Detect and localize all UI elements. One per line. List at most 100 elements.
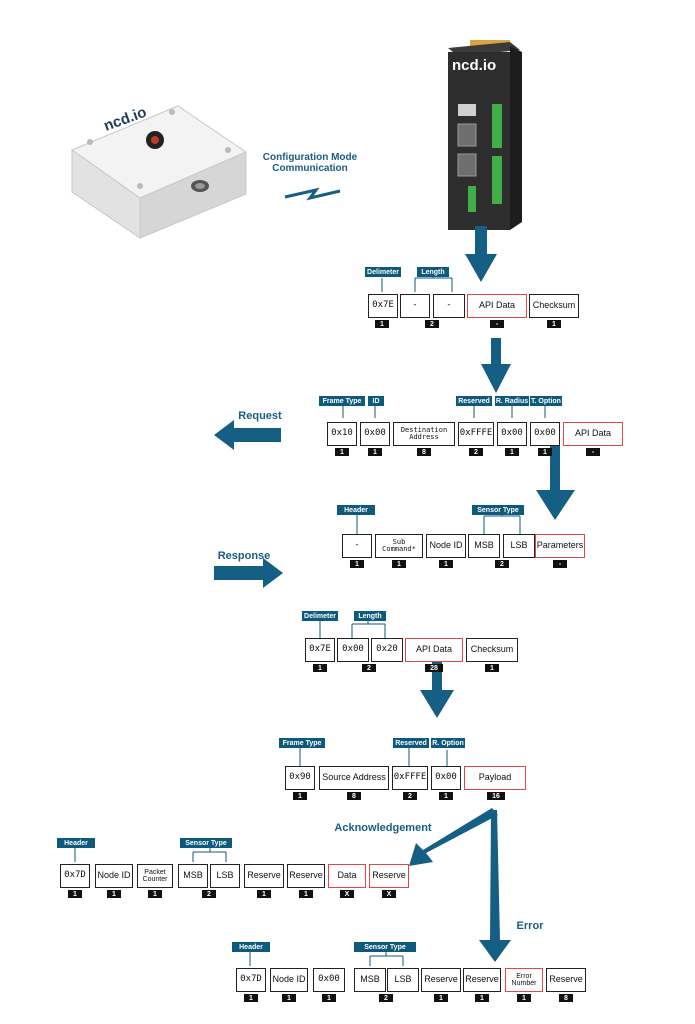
size-badge: - <box>490 320 504 328</box>
reserve-cell: Reserve <box>421 968 461 992</box>
response-label: Response <box>217 550 271 562</box>
destination-address-cell: Destination Address <box>393 422 455 446</box>
packet-counter-cell: Packet Counter <box>137 864 173 888</box>
id-tag: ID <box>368 396 384 406</box>
size-badge: 1 <box>485 664 499 672</box>
size-badge: 1 <box>392 560 406 568</box>
size-badge: 1 <box>313 664 327 672</box>
config-mode-caption: Configuration Mode Communication <box>262 152 358 174</box>
size-badge: 1 <box>439 560 453 568</box>
size-badge: 1 <box>375 320 389 328</box>
length-lsb-cell: - <box>433 294 465 318</box>
size-badge: 1 <box>517 994 531 1002</box>
reserve-cell: Reserve <box>287 864 325 888</box>
flow-arrows <box>214 226 575 962</box>
delimiter-cell: 0x7E <box>305 638 335 662</box>
frame-type-cell: 0x90 <box>285 766 315 790</box>
frame-type-tag: Frame Type <box>279 738 325 748</box>
node-id-cell: Node ID <box>95 864 133 888</box>
sub-command-cell: Sub Command* <box>375 534 423 558</box>
request-label: Request <box>238 410 282 422</box>
size-badge: 1 <box>475 994 489 1002</box>
size-badge: X <box>340 890 354 898</box>
header-cell: - <box>342 534 372 558</box>
header-tag: Header <box>57 838 95 848</box>
lsb-cell: LSB <box>210 864 240 888</box>
receive-option-cell: 0x00 <box>431 766 461 790</box>
lsb-cell: LSB <box>503 534 535 558</box>
size-badge: - <box>553 560 567 568</box>
error-arrow-icon <box>479 810 511 962</box>
size-badge: 1 <box>293 792 307 800</box>
msb-cell: MSB <box>468 534 500 558</box>
zero-cell: 0x00 <box>313 968 345 992</box>
sensor-device-image: ncd.io <box>70 104 248 239</box>
header-cell: 0x7D <box>236 968 266 992</box>
bracket-connectors <box>74 276 546 966</box>
sensor-type-tag: Sensor Type <box>180 838 232 848</box>
acknowledgement-label: Acknowledgement <box>334 822 432 834</box>
acknowledgement-arrow-icon <box>409 808 498 866</box>
size-badge: 1 <box>434 994 448 1002</box>
delimeter-tag: Delimeter <box>302 611 338 621</box>
size-badge: 28 <box>425 664 443 672</box>
reserve-cell: Reserve <box>369 864 409 888</box>
msb-cell: MSB <box>178 864 208 888</box>
reserved-tag: Reserved <box>393 738 429 748</box>
r-radius-tag: R. Radius <box>495 396 529 406</box>
length-msb-cell: 0x00 <box>337 638 369 662</box>
arrow-down-2 <box>481 338 511 393</box>
checksum-cell: Checksum <box>466 638 518 662</box>
reserved-cell: 0xFFFE <box>392 766 428 790</box>
size-badge: 8 <box>417 448 431 456</box>
error-label: Error <box>516 920 544 932</box>
length-lsb-cell: 0x20 <box>371 638 403 662</box>
wireless-signal-icon <box>284 187 341 201</box>
request-arrow-icon <box>214 420 281 450</box>
sensor-type-tag: Sensor Type <box>472 505 524 515</box>
size-badge: 2 <box>362 664 376 672</box>
size-badge: 1 <box>299 890 313 898</box>
error-number-cell: Error Number <box>505 968 543 992</box>
header-tag: Header <box>337 505 375 515</box>
size-badge: 2 <box>202 890 216 898</box>
arrow-down-1 <box>465 226 497 282</box>
size-badge: 2 <box>495 560 509 568</box>
msb-cell: MSB <box>354 968 386 992</box>
size-badge: 1 <box>244 994 258 1002</box>
frame-id-cell: 0x00 <box>360 422 390 446</box>
size-badge: - <box>586 448 600 456</box>
frame-type-tag: Frame Type <box>319 396 365 406</box>
node-id-cell: Node ID <box>270 968 308 992</box>
size-badge: 1 <box>148 890 162 898</box>
arrow-down-4 <box>420 662 454 718</box>
r-option-tag: R. Option <box>431 738 465 748</box>
lsb-cell: LSB <box>387 968 419 992</box>
radius-cell: 0x00 <box>497 422 527 446</box>
size-badge: 1 <box>547 320 561 328</box>
api-data-cell: API Data <box>563 422 623 446</box>
size-badge: 2 <box>469 448 483 456</box>
delimeter-tag: Delimeter <box>365 267 401 277</box>
size-badge: 1 <box>439 792 453 800</box>
gateway-logo: ncd.io <box>452 57 497 74</box>
size-badge: 1 <box>350 560 364 568</box>
size-badge: 1 <box>335 448 349 456</box>
size-badge: 2 <box>379 994 393 1002</box>
size-badge: 1 <box>322 994 336 1002</box>
checksum-cell: Checksum <box>529 294 579 318</box>
length-tag: Length <box>354 611 386 621</box>
transmit-option-cell: 0x00 <box>530 422 560 446</box>
api-data-cell: API Data <box>467 294 527 318</box>
size-badge: 2 <box>425 320 439 328</box>
gateway-device-image <box>448 40 522 230</box>
size-badge: 1 <box>107 890 121 898</box>
size-badge: 1 <box>257 890 271 898</box>
length-tag: Length <box>417 267 449 277</box>
header-tag: Header <box>232 942 270 952</box>
delimiter-cell: 0x7E <box>368 294 398 318</box>
data-cell: Data <box>328 864 366 888</box>
reserve-cell: Reserve <box>546 968 586 992</box>
size-badge: 1 <box>505 448 519 456</box>
